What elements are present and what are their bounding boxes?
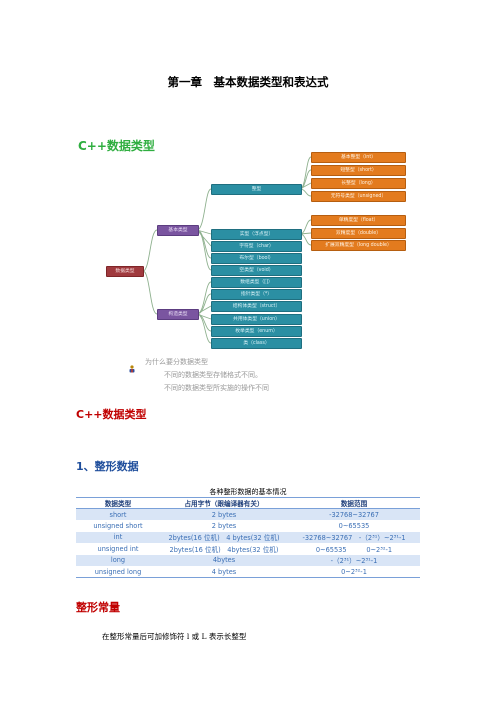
- table-row: unsigned int 2bytes(16 位机) 4bytes(32 位机)…: [76, 543, 420, 554]
- tree-node-basic: 基本类型: [157, 225, 199, 236]
- section-heading-cpp-types-2: C++数据类型: [76, 408, 147, 421]
- tree-node-array: 数组类型（[]）: [211, 277, 302, 288]
- note-line-1: 为什么要分数据类型: [145, 358, 208, 366]
- tree-node-root: 数据类型: [106, 266, 144, 277]
- tree-node-class: 类（class）: [211, 338, 302, 349]
- tree-node-void: 空类型（void）: [211, 265, 302, 276]
- table-cell: -（2³¹）~2³¹-1: [288, 554, 420, 566]
- table-row: long 4bytes -（2³¹）~2³¹-1: [76, 554, 420, 566]
- table-caption: 各种整形数据的基本情况: [209, 488, 287, 496]
- table-cell: unsigned long: [76, 565, 160, 579]
- tree-node-enum: 枚举类型（enum）: [211, 326, 302, 337]
- page-title: 第一章 基本数据类型和表达式: [167, 75, 329, 89]
- table-row: int 2bytes(16 位机) 4 bytes(32 位机) -32768~…: [76, 531, 420, 544]
- body-paragraph: 在整形常量后可加修饰符 l 或 L 表示长整型: [102, 632, 247, 641]
- section-heading-integer-data: 1、整形数据: [76, 460, 139, 473]
- table-cell: unsigned short: [93, 522, 143, 531]
- table-row: unsigned long 4 bytes 0~2³²-1: [76, 565, 420, 579]
- table-cell: -32768~32767 -（2³¹）~2³¹-1: [288, 531, 420, 544]
- table-header-row: 数据类型 占用字节（跟编译器有关） 数据范围: [76, 497, 420, 509]
- note-line-2: 不同的数据类型存储格式不同。: [164, 371, 262, 379]
- table-cell: 2bytes(16 位机) 4 bytes(32 位机): [160, 531, 288, 544]
- table-cell: 0~65535: [338, 522, 370, 531]
- tree-node-long-double: 扩展双精度型（long double）: [311, 240, 406, 251]
- tree-node-construct: 构造类型: [157, 309, 199, 320]
- table-cell: 0~65535 0~2³²-1: [315, 545, 393, 554]
- table-cell: 2 bytes: [211, 522, 237, 531]
- column-header: 占用字节（跟编译器有关）: [160, 497, 288, 509]
- tree-node-short: 短整型（short）: [311, 165, 406, 176]
- table-cell: int: [76, 531, 160, 544]
- table-cell: 2bytes(16 位机) 4bytes(32 位机): [169, 545, 279, 554]
- table-cell: 4bytes: [160, 554, 288, 566]
- table-cell: 0~2³²-1: [288, 565, 420, 579]
- tree-node-bool: 布尔型（bool）: [211, 253, 302, 264]
- table-row: unsigned short 2 bytes 0~65535: [76, 520, 420, 531]
- tree-node-struct: 结构体类型（struct）: [211, 301, 302, 312]
- column-header: 数据范围: [288, 497, 420, 509]
- tree-node-unsigned: 无符号类型（unsigned）: [311, 191, 406, 202]
- tree-node-long: 长整型（long）: [311, 178, 406, 189]
- table-row: short 2 bytes -32768~32767: [76, 508, 420, 521]
- tree-node-pointer: 指针类型（*）: [211, 289, 302, 300]
- tree-node-union: 共用体类型（union）: [211, 314, 302, 325]
- table-cell: unsigned int: [97, 544, 139, 553]
- tree-node-integer: 整型: [211, 184, 302, 195]
- table-cell: 2 bytes: [160, 508, 288, 521]
- table-cell: long: [76, 554, 160, 566]
- section-heading-cpp-types: C++数据类型: [78, 139, 155, 153]
- integer-types-table: 数据类型 占用字节（跟编译器有关） 数据范围 short 2 bytes -32…: [76, 497, 420, 579]
- table-cell: -32768~32767: [288, 508, 420, 521]
- tree-node-float: 单精度型（float）: [311, 215, 406, 226]
- tree-node-int: 基本整型（int）: [311, 152, 406, 163]
- tree-node-double: 双精度型（double）: [311, 228, 406, 239]
- table-cell: short: [76, 508, 160, 521]
- tree-node-char: 字符型（char）: [211, 241, 302, 252]
- table-cell: 4 bytes: [160, 565, 288, 579]
- column-header: 数据类型: [76, 497, 160, 509]
- person-icon: [128, 358, 136, 377]
- tree-node-real: 实型（浮点型）: [211, 229, 302, 240]
- section-heading-integer-constants: 整形常量: [76, 601, 120, 614]
- note-line-3: 不同的数据类型所实施的操作不同: [164, 384, 269, 392]
